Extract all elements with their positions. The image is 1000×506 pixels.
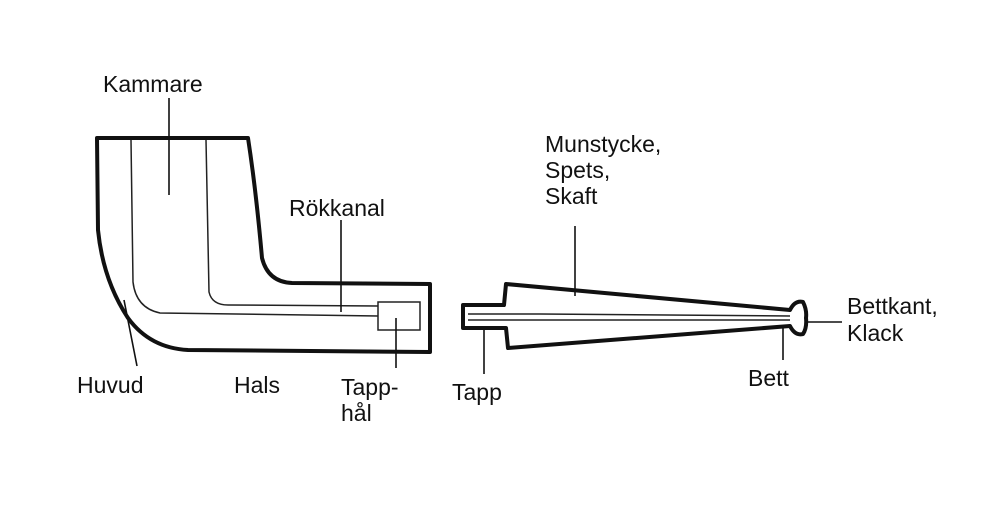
label-bettkant-2: Klack (847, 320, 904, 346)
label-munstycke-2: Spets, (545, 157, 610, 183)
mouthpiece-outline (461, 282, 809, 350)
label-kammare: Kammare (103, 71, 203, 97)
label-tapp: Tapp (452, 379, 502, 405)
label-munstycke-3: Skaft (545, 183, 598, 209)
pipe-mouthpiece (461, 282, 809, 350)
label-hals: Hals (234, 372, 280, 398)
labels: Kammare Rökkanal Huvud Hals Tapp- hål Ta… (77, 71, 938, 426)
leader-lines (123, 98, 842, 374)
chamber-inner-right (205, 139, 379, 307)
label-tapphal-1: Tapp- (341, 374, 399, 400)
stummel-outline (95, 136, 432, 354)
tenon-hole (377, 301, 421, 331)
label-bettkant-1: Bettkant, (847, 293, 938, 319)
label-tapphal-2: hål (341, 400, 372, 426)
label-rokkanal: Rökkanal (289, 195, 385, 221)
chamber-inner-left (130, 139, 379, 317)
label-bett: Bett (748, 365, 790, 391)
label-huvud: Huvud (77, 372, 143, 398)
pipe-stummel (95, 136, 432, 354)
label-munstycke-1: Munstycke, (545, 131, 661, 157)
mouthpiece-bore-top (468, 313, 791, 317)
leader-huvud (123, 299, 138, 367)
